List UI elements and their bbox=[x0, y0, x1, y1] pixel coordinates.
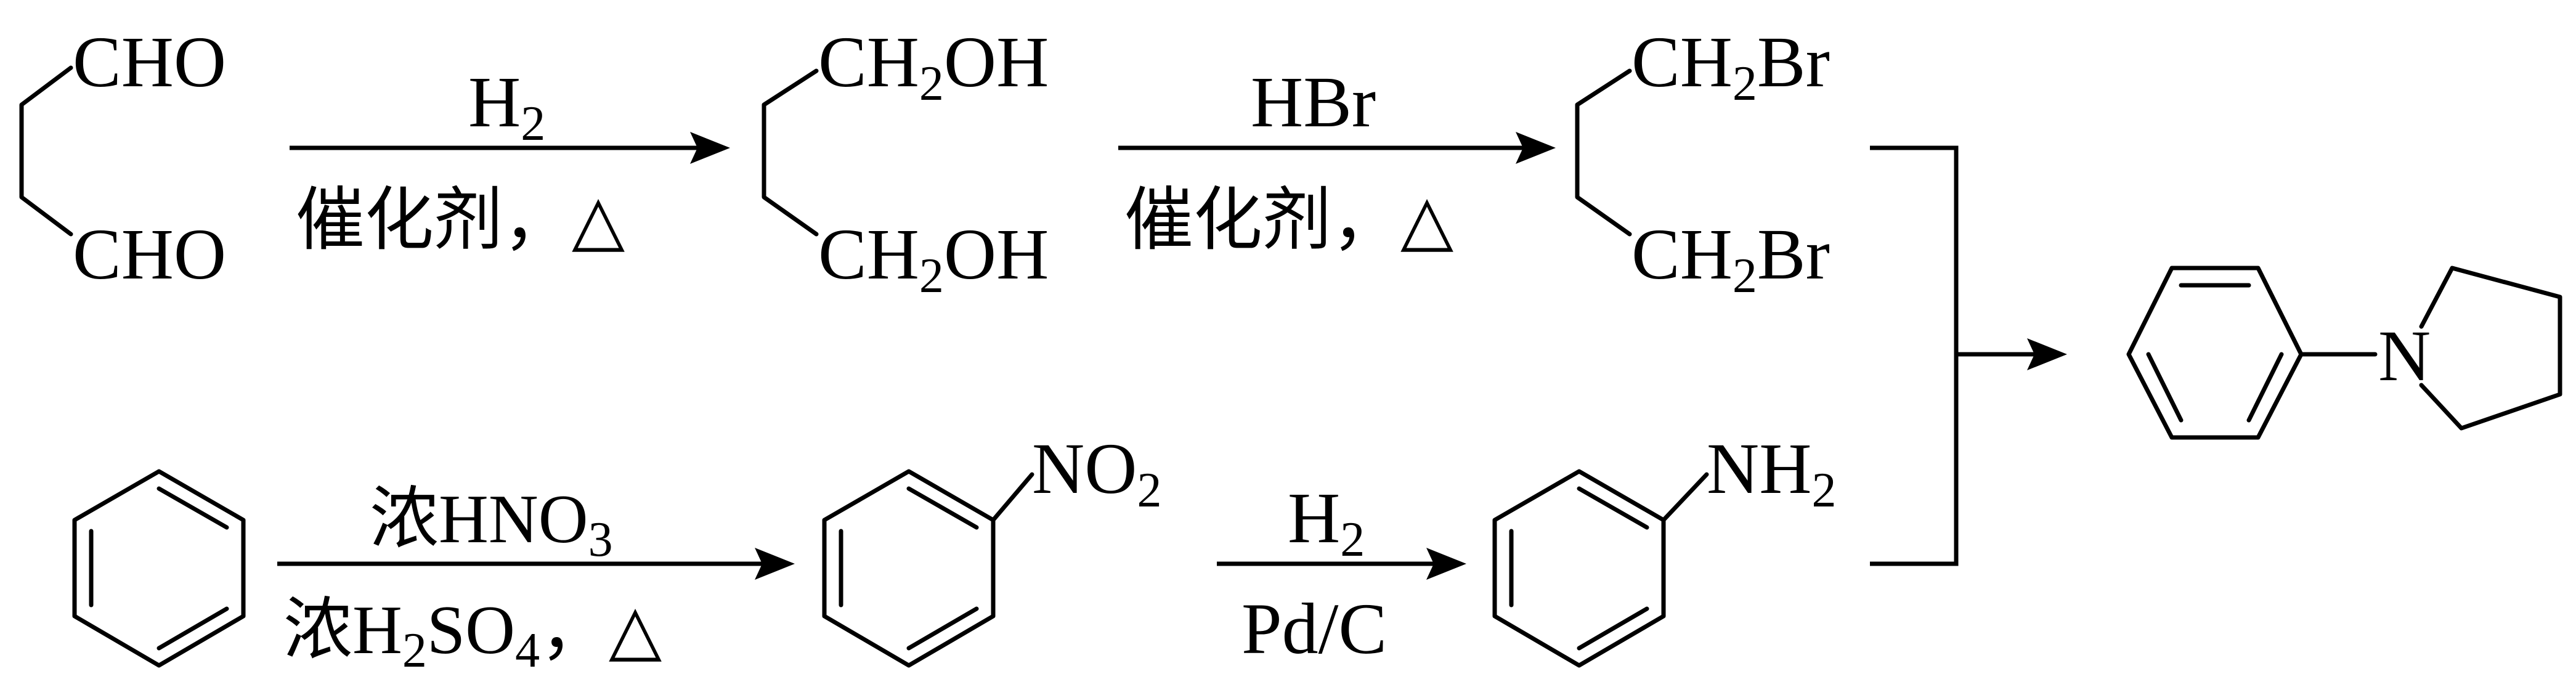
nitrobenzene-structure: NO2 bbox=[822, 428, 1161, 668]
step4-catalyst: Pd/C bbox=[1241, 588, 1387, 669]
benzene-ring bbox=[72, 469, 246, 668]
step3-arrow: 浓HNO3 浓H2SO4，△ bbox=[277, 481, 795, 678]
butanediol-bottom-group: CH2OH bbox=[818, 214, 1049, 303]
product-nitrogen-label: N bbox=[2378, 315, 2431, 396]
step1-reagent: H2 bbox=[468, 62, 545, 151]
step2-reagent: HBr bbox=[1251, 62, 1376, 142]
succinaldehyde-top-group: CHO bbox=[73, 22, 226, 102]
step2-conditions: 催化剂，△ bbox=[1124, 182, 1453, 259]
dibromobutane-structure: CH2Br CH2Br bbox=[1575, 22, 1830, 303]
butanediol-top-group: CH2OH bbox=[818, 22, 1049, 111]
step2-arrow: HBr 催化剂，△ bbox=[1118, 62, 1556, 259]
nitro-group-label: NO2 bbox=[1032, 428, 1161, 518]
succinaldehyde-chain bbox=[19, 65, 73, 237]
butanediol-structure: CH2OH CH2OH bbox=[762, 22, 1049, 303]
product-benzene-ring bbox=[2126, 266, 2304, 440]
aniline-structure: NH2 bbox=[1492, 428, 1836, 668]
merge-bracket bbox=[1870, 145, 2067, 566]
benzene-structure bbox=[72, 469, 246, 668]
nitrobenzene-ring bbox=[822, 469, 996, 668]
product-structure: N bbox=[2126, 266, 2562, 440]
step3-reagent: 浓HNO3 bbox=[370, 481, 613, 567]
butanediol-chain bbox=[762, 68, 819, 237]
aniline-ring bbox=[1492, 469, 1666, 668]
amino-group-label: NH2 bbox=[1707, 428, 1836, 518]
succinaldehyde-structure: CHO CHO bbox=[19, 22, 226, 295]
dibromobutane-chain bbox=[1575, 68, 1632, 237]
succinaldehyde-bottom-group: CHO bbox=[73, 214, 226, 295]
dibromobutane-top-group: CH2Br bbox=[1631, 22, 1830, 111]
step4-arrow: H2 Pd/C bbox=[1217, 478, 1466, 669]
product-pyrrolidine-ring bbox=[2419, 266, 2562, 431]
step4-reagent: H2 bbox=[1288, 478, 1365, 567]
step3-conditions: 浓H2SO4，△ bbox=[283, 592, 662, 678]
dibromobutane-bottom-group: CH2Br bbox=[1631, 214, 1830, 303]
step1-arrow: H2 催化剂，△ bbox=[290, 62, 730, 259]
step1-conditions: 催化剂，△ bbox=[296, 182, 625, 259]
